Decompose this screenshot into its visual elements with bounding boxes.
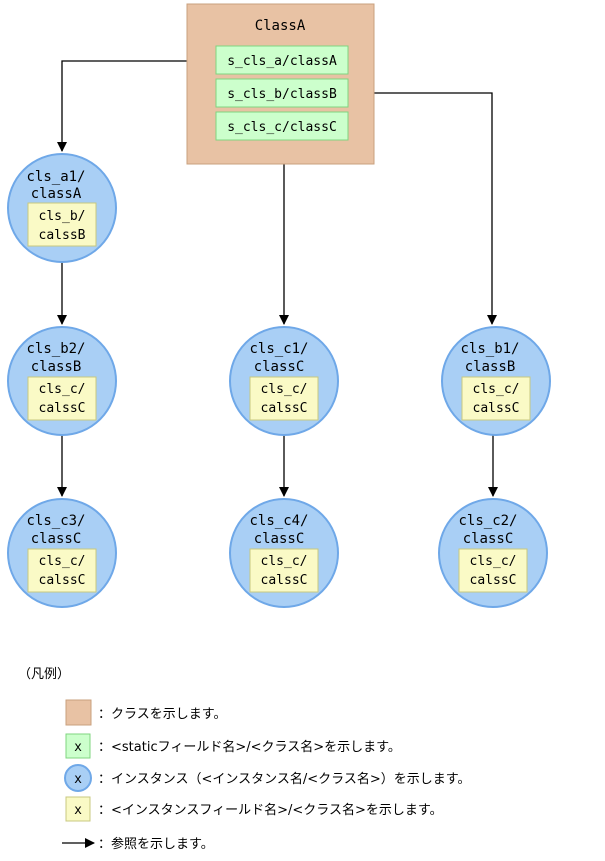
instance-node-c3: cls_c3/ classC cls_c/ calssC — [7, 498, 117, 608]
legend-static-field-marker: x — [74, 740, 82, 755]
instance-field-name: cls_c/ — [470, 554, 517, 569]
instance-field-box — [249, 376, 319, 421]
instance-class: classC — [254, 531, 305, 547]
legend-static-field-swatch — [65, 733, 91, 759]
instance-node-a1: cls_a1/ classA cls_b/ calssB — [7, 153, 117, 263]
instance-node-c2: cls_c2/ classC cls_c/ calssC — [438, 498, 548, 608]
instance-field-box — [249, 548, 319, 593]
instance-node-b2: cls_b2/ classB cls_c/ calssC — [7, 326, 117, 436]
instance-field-name: cls_c/ — [473, 382, 520, 397]
class-a-box: ClassA s_cls_a/classA s_cls_b/classB s_c… — [186, 3, 375, 165]
instance-node-c1: cls_c1/ classC cls_c/ calssC — [229, 326, 339, 436]
legend-instance-marker: x — [74, 772, 82, 787]
legend-class-text: ：クラスを示します。 — [98, 707, 226, 722]
instance-field-box — [27, 376, 97, 421]
instance-class: classA — [31, 186, 82, 202]
static-field-box — [215, 78, 349, 108]
instance-field-class: calssC — [261, 573, 308, 588]
reference-arrow-s-cls-b — [349, 92, 497, 325]
instance-name: cls_c4/ — [249, 513, 308, 529]
legend-instance-field-text: ：<インスタンスフィールド名>/<クラス名>を示します。 — [98, 802, 443, 818]
legend-instance-text: ：インスタンス（<インスタンス名/<クラス名>）を示します。 — [98, 771, 470, 787]
instance-field-name: cls_c/ — [39, 554, 86, 569]
instance-field-class: calssC — [470, 573, 517, 588]
instance-field-name: cls_c/ — [261, 382, 308, 397]
class-a-title: ClassA — [255, 18, 306, 34]
instance-class: classC — [254, 359, 305, 375]
instance-class: classB — [465, 359, 516, 375]
legend-instance-swatch — [64, 764, 92, 792]
static-field-box — [215, 111, 349, 141]
reference-arrows — [57, 60, 498, 497]
instance-node-c4: cls_c4/ classC cls_c/ calssC — [229, 498, 339, 608]
instance-node-b1: cls_b1/ classB cls_c/ calssC — [441, 326, 551, 436]
instance-field-box — [458, 548, 528, 593]
legend-static-field-text: ：<staticフィールド名>/<クラス名>を示します。 — [98, 739, 401, 755]
static-field-label: s_cls_c/classC — [227, 120, 337, 135]
instance-field-name: cls_c/ — [261, 554, 308, 569]
instance-field-class: calssC — [473, 401, 520, 416]
instance-field-box — [27, 202, 97, 247]
legend: （凡例） ：クラスを示します。 x ：<staticフィールド名>/<クラス名>… — [18, 667, 470, 852]
instance-field-box — [461, 376, 531, 421]
instance-class: classB — [31, 359, 82, 375]
instance-name: cls_c3/ — [26, 513, 85, 529]
legend-instance-field-marker: x — [74, 803, 82, 818]
legend-class-swatch — [65, 699, 92, 726]
instance-field-class: calssC — [39, 401, 86, 416]
instance-name: cls_b2/ — [26, 341, 85, 357]
instance-name: cls_c1/ — [249, 341, 308, 357]
instance-field-class: calssC — [261, 401, 308, 416]
instance-field-name: cls_c/ — [39, 382, 86, 397]
instance-class: classC — [463, 531, 514, 547]
instance-field-box — [27, 548, 97, 593]
static-field-label: s_cls_a/classA — [227, 54, 337, 69]
instance-class: classC — [31, 531, 82, 547]
instance-field-name: cls_b/ — [39, 209, 86, 224]
instance-name: cls_b1/ — [460, 341, 519, 357]
legend-reference-text: ：参照を示します。 — [98, 836, 214, 852]
instance-name: cls_c2/ — [458, 513, 517, 529]
legend-instance-field-swatch — [65, 796, 91, 822]
reference-arrow-s-cls-a — [57, 60, 216, 152]
instance-field-class: calssC — [39, 573, 86, 588]
instance-name: cls_a1/ — [26, 169, 85, 185]
static-field-box — [215, 45, 349, 75]
legend-title: （凡例） — [18, 667, 70, 682]
instance-field-class: calssB — [39, 228, 86, 243]
static-field-label: s_cls_b/classB — [227, 87, 337, 102]
